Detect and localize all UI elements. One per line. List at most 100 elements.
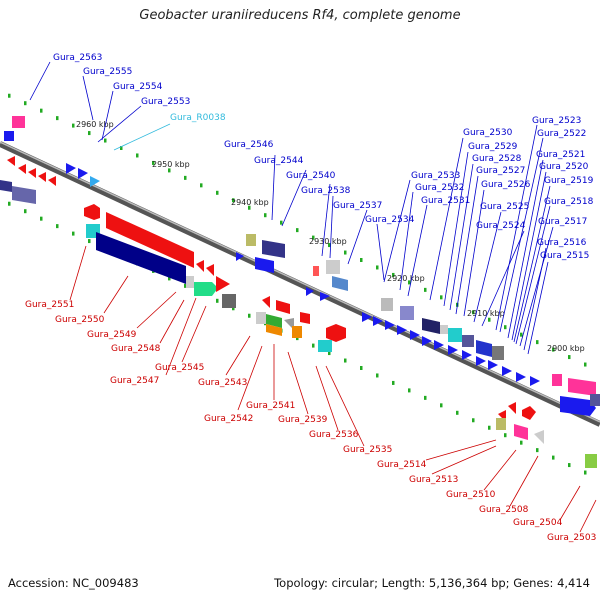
gene-label[interactable]: Gura_2538 [301, 186, 351, 196]
gene-label[interactable]: Gura_2513 [409, 475, 458, 485]
gene-arrow[interactable] [48, 176, 56, 186]
gene-label[interactable]: Gura_2515 [540, 251, 589, 261]
gene-arrow[interactable] [326, 324, 346, 342]
gene-label[interactable]: Gura_2519 [544, 176, 594, 186]
gene-label[interactable]: Gura_2503 [547, 533, 596, 543]
gene-arrow[interactable] [262, 296, 270, 308]
gene-arrow[interactable] [462, 335, 474, 347]
gene-arrow[interactable] [585, 454, 597, 468]
gene-label[interactable]: Gura_2549 [87, 330, 137, 340]
gene-arrow[interactable] [236, 252, 244, 261]
gene-arrow[interactable] [266, 314, 282, 328]
gene-arrow[interactable] [306, 287, 314, 296]
gene-arrow[interactable] [496, 418, 506, 430]
gene-arrow[interactable] [362, 312, 372, 322]
gene-arrow[interactable] [78, 168, 88, 179]
gene-label[interactable]: Gura_2532 [415, 183, 464, 193]
gene-label[interactable]: Gura_2544 [254, 156, 304, 166]
gene-arrow[interactable] [476, 340, 492, 357]
gene-arrow[interactable] [530, 376, 540, 386]
gene-arrow[interactable] [292, 326, 302, 338]
gene-arrow[interactable] [300, 312, 310, 324]
gene-arrow[interactable] [448, 345, 458, 355]
gene-arrow[interactable] [440, 325, 448, 334]
gene-arrow[interactable] [488, 360, 498, 370]
gene-label[interactable]: Gura_2545 [155, 363, 204, 373]
gene-label[interactable]: Gura_2554 [113, 82, 163, 92]
gene-arrow[interactable] [28, 168, 36, 178]
gene-label[interactable]: Gura_R0038 [170, 113, 226, 123]
gene-label[interactable]: Gura_2546 [224, 140, 274, 150]
gene-label[interactable]: Gura_2550 [55, 315, 105, 325]
gene-arrow[interactable] [385, 320, 395, 330]
gene-arrow[interactable] [96, 232, 186, 284]
gene-label[interactable]: Gura_2563 [53, 53, 102, 63]
gene-arrow[interactable] [4, 131, 14, 141]
gene-label[interactable]: Gura_2530 [463, 128, 513, 138]
gene-arrow[interactable] [397, 325, 407, 335]
gene-arrow[interactable] [18, 164, 26, 174]
gene-label[interactable]: Gura_2508 [479, 505, 529, 515]
gene-arrow[interactable] [90, 176, 100, 187]
gene-arrow[interactable] [381, 298, 393, 311]
gene-arrow[interactable] [492, 346, 504, 360]
gene-arrow[interactable] [256, 312, 266, 324]
gene-label[interactable]: Gura_2541 [246, 401, 295, 411]
gene-arrow[interactable] [84, 204, 100, 220]
gene-label[interactable]: Gura_2528 [472, 154, 522, 164]
gene-label[interactable]: Gura_2542 [204, 414, 253, 424]
gene-arrow[interactable] [560, 396, 596, 416]
gene-label[interactable]: Gura_2524 [476, 221, 526, 231]
gene-label[interactable]: Gura_2533 [411, 171, 460, 181]
gene-label[interactable]: Gura_2555 [83, 67, 132, 77]
gene-label[interactable]: Gura_2537 [333, 201, 382, 211]
gene-arrow[interactable] [326, 260, 340, 274]
gene-label[interactable]: Gura_2526 [481, 180, 531, 190]
gene-label[interactable]: Gura_2539 [278, 415, 328, 425]
gene-label[interactable]: Gura_2516 [537, 238, 587, 248]
gene-label[interactable]: Gura_2520 [539, 162, 589, 172]
gene-arrow[interactable] [522, 406, 536, 420]
gene-arrow[interactable] [410, 330, 420, 340]
gene-label[interactable]: Gura_2543 [198, 378, 247, 388]
gene-label[interactable]: Gura_2525 [480, 202, 529, 212]
gene-label[interactable]: Gura_2534 [365, 215, 415, 225]
gene-arrow[interactable] [373, 316, 383, 326]
gene-arrow[interactable] [196, 260, 204, 272]
gene-arrow[interactable] [284, 318, 294, 330]
gene-arrow[interactable] [318, 340, 332, 352]
gene-label[interactable]: Gura_2536 [309, 430, 359, 440]
gene-label[interactable]: Gura_2527 [476, 166, 525, 176]
gene-label[interactable]: Gura_2514 [377, 460, 427, 470]
gene-label[interactable]: Gura_2547 [110, 376, 159, 386]
gene-arrow[interactable] [568, 378, 596, 396]
gene-arrow[interactable] [502, 366, 512, 376]
gene-arrow[interactable] [255, 257, 274, 273]
gene-arrow[interactable] [106, 212, 194, 268]
gene-arrow[interactable] [313, 266, 319, 276]
gene-arrow[interactable] [12, 186, 36, 204]
gene-arrow[interactable] [206, 264, 214, 276]
gene-label[interactable]: Gura_2523 [532, 116, 581, 126]
gene-arrow[interactable] [276, 300, 290, 314]
gene-arrow[interactable] [516, 372, 526, 382]
gene-arrow[interactable] [186, 276, 194, 288]
gene-arrow[interactable] [434, 340, 444, 350]
gene-arrow[interactable] [222, 294, 236, 308]
gene-label[interactable]: Gura_2553 [141, 97, 190, 107]
gene-arrow[interactable] [0, 180, 12, 192]
gene-label[interactable]: Gura_2551 [25, 300, 74, 310]
gene-arrow[interactable] [400, 306, 414, 320]
gene-arrow[interactable] [448, 328, 462, 342]
gene-arrow[interactable] [194, 282, 218, 296]
gene-label[interactable]: Gura_2522 [537, 129, 586, 139]
gene-label[interactable]: Gura_2517 [538, 217, 587, 227]
gene-arrow[interactable] [422, 318, 440, 334]
gene-arrow[interactable] [422, 336, 432, 346]
gene-label[interactable]: Gura_2531 [421, 196, 470, 206]
gene-arrow[interactable] [514, 424, 528, 440]
gene-arrow[interactable] [332, 276, 348, 291]
gene-arrow[interactable] [246, 234, 256, 246]
gene-arrow[interactable] [590, 394, 600, 406]
gene-arrow[interactable] [552, 374, 562, 386]
